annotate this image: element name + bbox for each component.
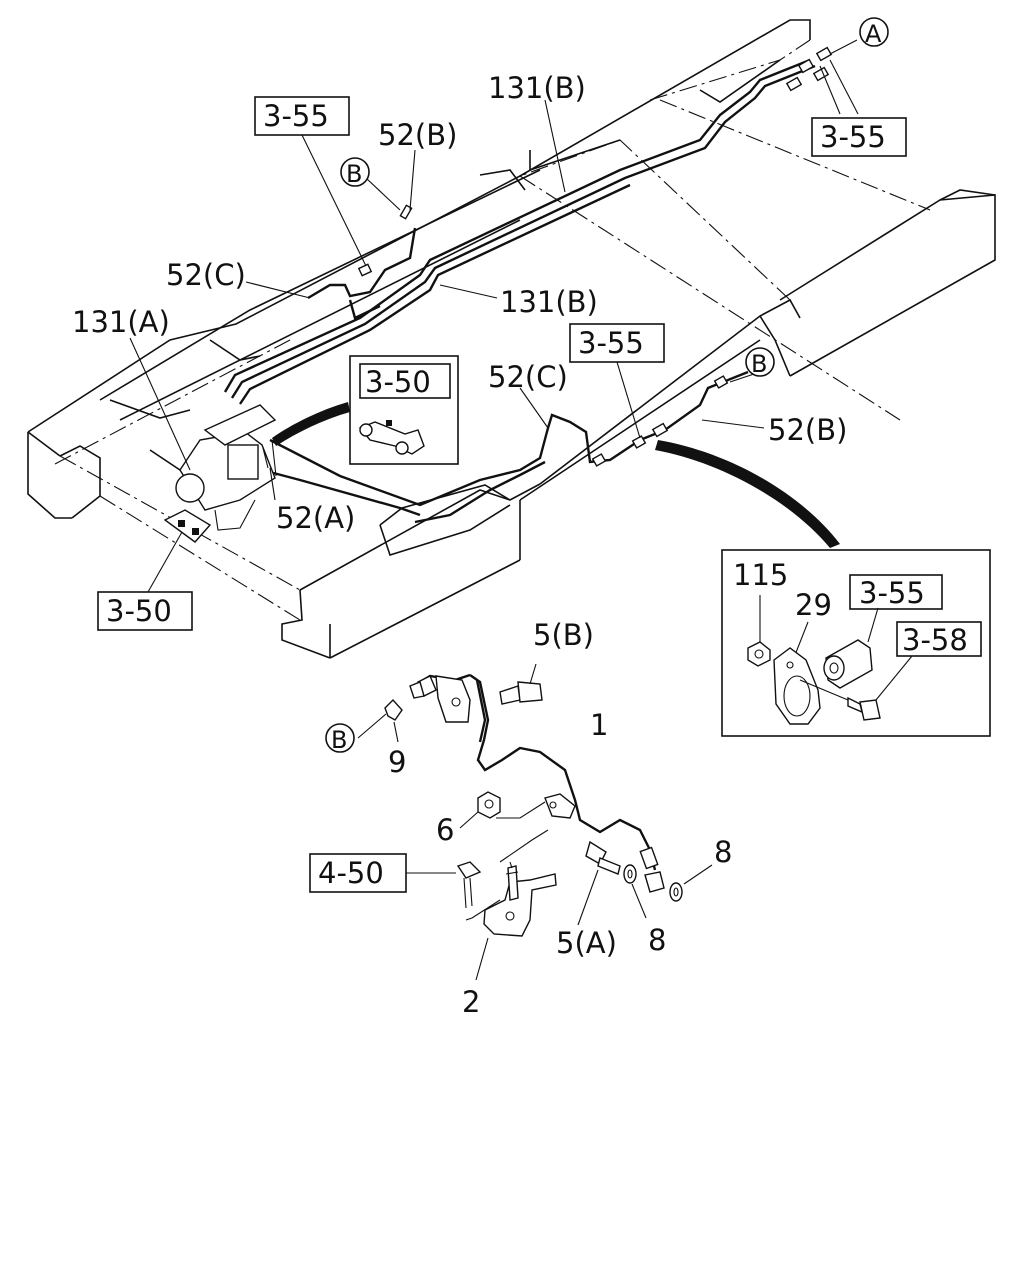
part-52b-top-label: 52(B) (378, 118, 457, 152)
part-52a-label: 52(A) (276, 501, 355, 535)
ref-3-50-lower-text: 3-50 (106, 594, 172, 628)
ref-3-55-top-right-box (811, 117, 907, 157)
ref-3-50-lower-box (97, 591, 193, 631)
part-29-label: 29 (795, 588, 832, 622)
part-131a-label: 131(A) (72, 305, 170, 339)
part-52b-right-label: 52(B) (768, 413, 847, 447)
callout-b-top-text: B (346, 160, 362, 188)
ref-3-55-top-left-text: 3-55 (263, 99, 329, 133)
callout-b-bottom-circle (325, 723, 355, 753)
part-115-label: 115 (733, 558, 788, 592)
part-labels: 131(B) 52(B) 52(C) 131(B) 131(A) 52(C) 5… (72, 71, 847, 1019)
part-52c-mid-label: 52(C) (488, 360, 568, 394)
chassis-frame (27, 19, 996, 659)
ref-3-55-detail-box (849, 574, 943, 610)
part-8-mid-label: 8 (648, 923, 666, 957)
part-6-label: 6 (436, 813, 454, 847)
ref-3-55-top-left-box (254, 96, 350, 136)
callout-b-right-text: B (751, 350, 767, 378)
abs-modulator-unit (175, 404, 277, 531)
callout-b-top-circle (340, 157, 370, 187)
reference-callouts: A B B B (325, 17, 889, 754)
ref-3-50-inset-text: 3-50 (365, 365, 431, 399)
callout-a-text: A (865, 20, 882, 48)
callout-b-bottom-text: B (331, 726, 347, 754)
inset-3-50: 3-50 (349, 355, 459, 465)
ref-4-50-box (309, 853, 407, 893)
part-9-label: 9 (388, 745, 406, 779)
leader-lines-top (129, 39, 859, 593)
part-5b-label: 5(B) (533, 618, 594, 652)
part-8-right-label: 8 (714, 835, 732, 869)
part-52c-left-label: 52(C) (166, 258, 246, 292)
ref-3-58-detail-box (896, 621, 982, 657)
part-131b-top-label: 131(B) (488, 71, 586, 105)
reference-boxes: 3-55 3-55 3-55 3-50 4-50 (97, 96, 907, 893)
ref-3-55-middle-text: 3-55 (578, 326, 644, 360)
brake-pipes-main (223, 58, 816, 524)
inset-pointer-3-50 (272, 402, 350, 446)
part-5a-label: 5(A) (556, 926, 617, 960)
ref-3-50-inset-box (359, 363, 451, 399)
ref-3-58-detail-text: 3-58 (902, 623, 968, 657)
ref-3-55-detail-text: 3-55 (859, 576, 925, 610)
callout-b-right-circle (745, 347, 775, 377)
pipe-joints (357, 46, 833, 467)
callout-a-circle (859, 17, 889, 47)
part-2-label: 2 (462, 985, 480, 1019)
ref-3-55-middle-box (569, 323, 665, 363)
ref-4-50-text: 4-50 (318, 856, 384, 890)
abs-bracket (163, 509, 212, 543)
lower-hose-assembly (357, 663, 713, 981)
part-1-label: 1 (590, 708, 608, 742)
part-131b-mid-label: 131(B) (500, 285, 598, 319)
detail-pointer (655, 440, 840, 548)
ref-3-55-top-right-text: 3-55 (820, 120, 886, 154)
clip-detail-box: 3-55 3-58 115 29 (721, 549, 991, 737)
